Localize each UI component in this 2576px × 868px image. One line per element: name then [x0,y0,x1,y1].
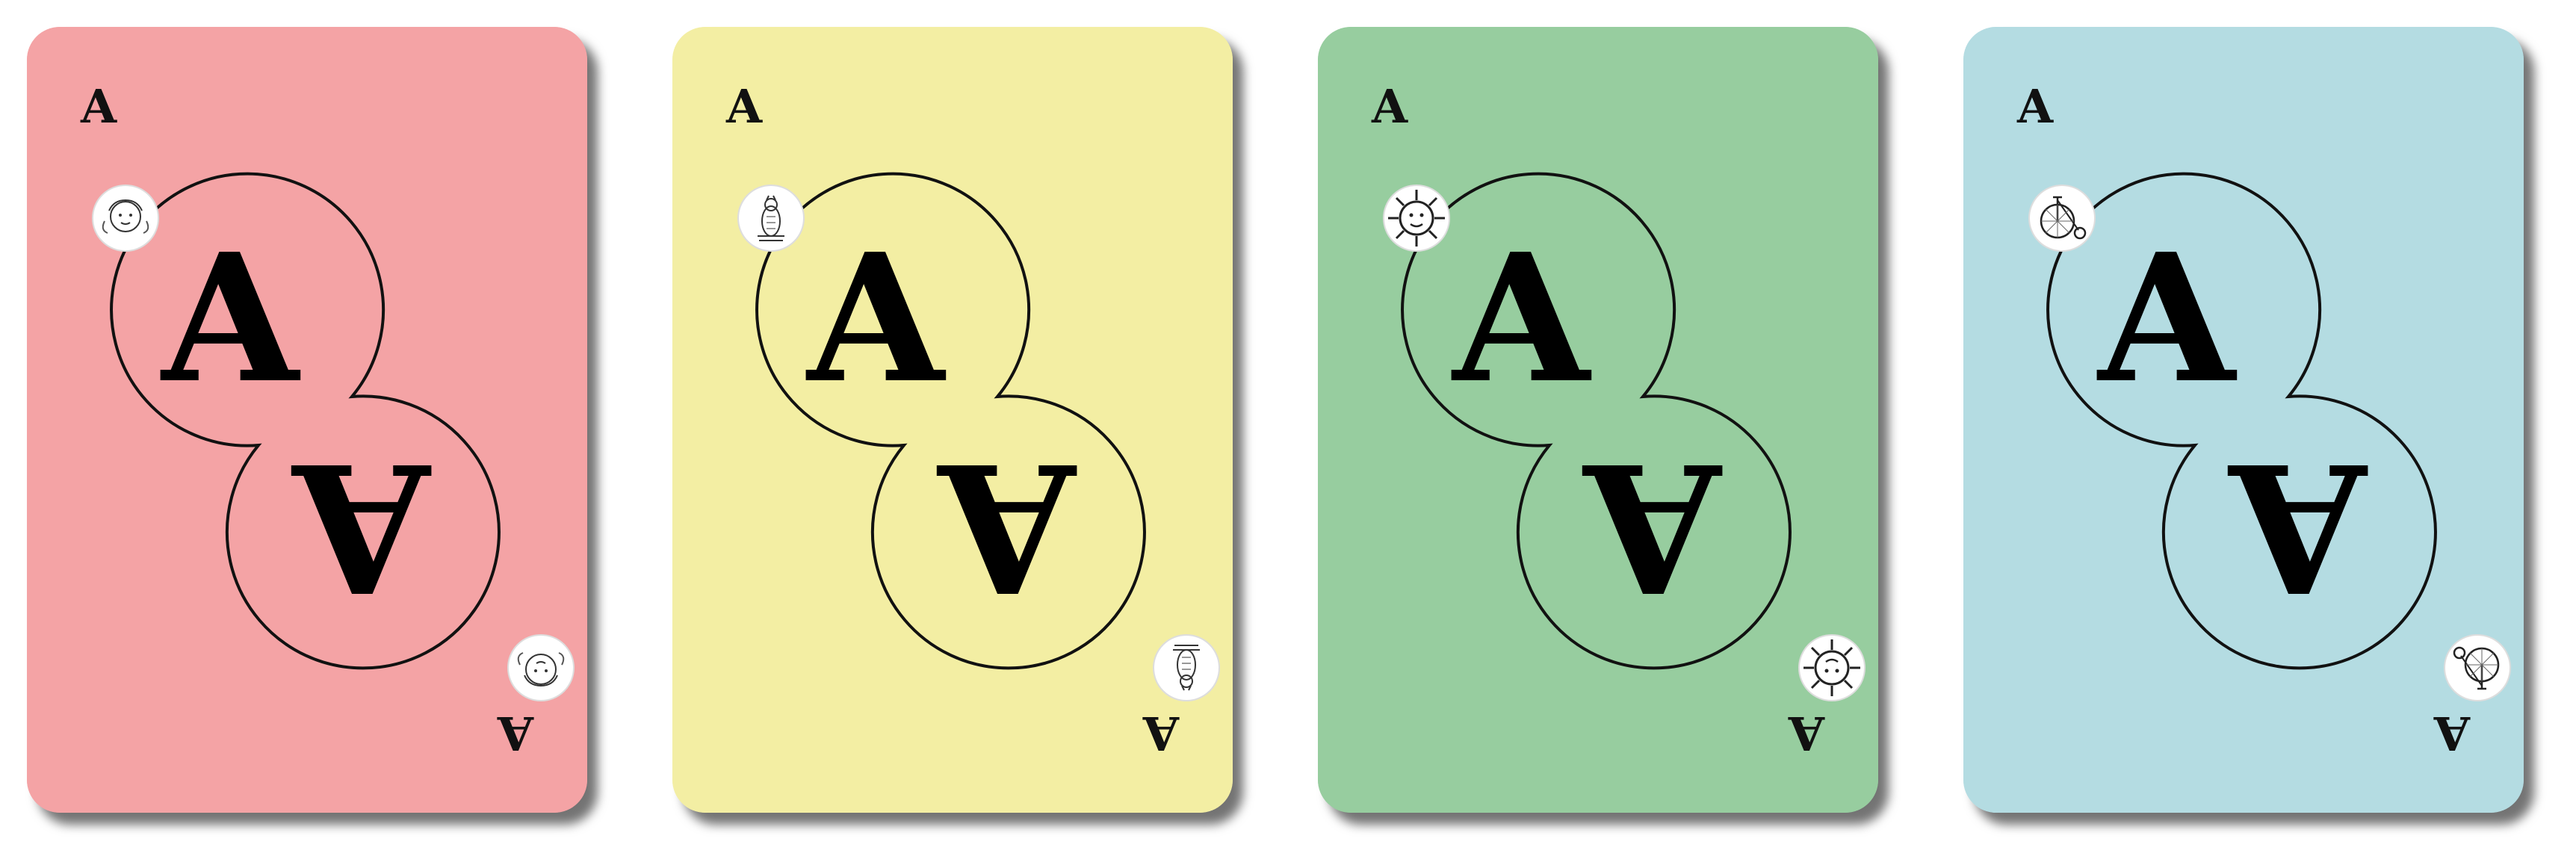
penny-farthing-icon [2028,184,2096,252]
cherub-head-icon [91,184,160,252]
center-rank-inverted: A [293,424,430,631]
card-background [672,27,1233,813]
center-rank-upright: A [807,214,944,422]
center-rank-inverted: A [938,424,1076,631]
card-outline-figure8 [2046,172,2437,670]
card-ace-green[interactable]: A A A A [1318,27,1878,813]
card-outline-figure8 [755,172,1146,670]
corner-index-top: A [81,79,117,134]
center-rank-inverted: A [2229,424,2367,631]
card-background [1963,27,2524,813]
center-rank-upright: A [1452,214,1590,422]
corner-index-bottom: A [1788,706,1824,760]
corner-index-bottom: A [1142,706,1179,760]
center-rank-inverted: A [1584,424,1721,631]
card-ace-red[interactable]: A A A A [27,27,587,813]
card-face-0 [27,27,587,813]
card-face-3 [1963,27,2524,813]
center-rank-upright: A [2098,214,2235,422]
penny-farthing-icon-inverted [2443,633,2512,702]
center-rank-upright: A [161,214,299,422]
card-ace-blue[interactable]: A A A A [1963,27,2524,813]
card-face-1 [672,27,1233,813]
corner-index-bottom: A [2433,706,2470,760]
sun-face-icon [1382,184,1451,252]
sun-face-icon-inverted [1798,633,1866,702]
card-ace-yellow[interactable]: A A A A [672,27,1233,813]
corner-index-bottom: A [497,706,533,760]
card-face-2 [1318,27,1878,813]
card-outline-figure8 [110,172,501,670]
card-background [27,27,587,813]
corner-index-top: A [726,79,763,134]
card-outline-figure8 [1401,172,1792,670]
owl-icon-inverted [1152,633,1221,702]
corner-index-top: A [1372,79,1408,134]
card-background [1318,27,1878,813]
corner-index-top: A [2017,79,2054,134]
owl-icon [737,184,805,252]
cherub-head-icon-inverted [507,633,575,702]
